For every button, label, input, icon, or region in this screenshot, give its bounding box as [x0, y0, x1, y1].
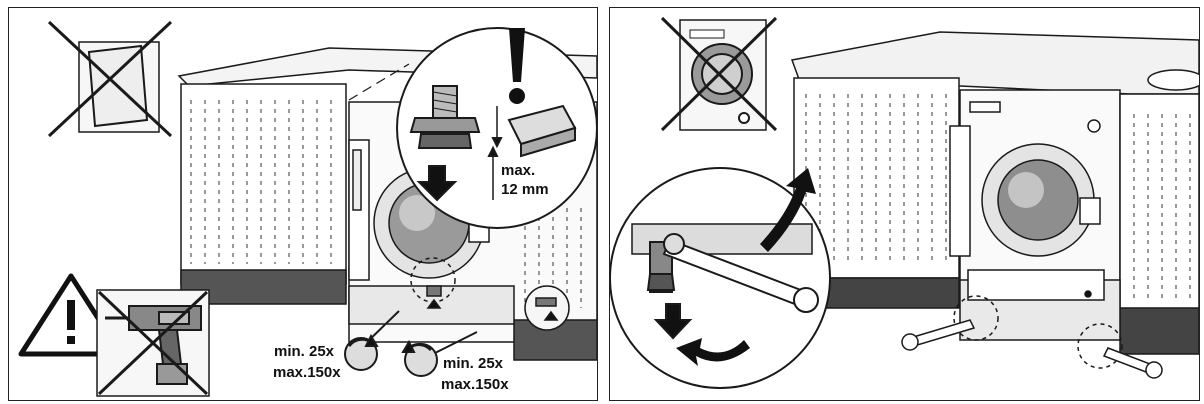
washing-machine: [949, 101, 1105, 301]
left-instruction-panel: min. 25x max.150x min. 25x max.150x max.…: [8, 7, 598, 401]
turns-min-label-left: min. 25x: [274, 343, 335, 360]
turns-max-label-left: max.150x: [273, 364, 341, 381]
right-illustration: [610, 16, 1199, 389]
turns-max-label-right: max.150x: [441, 376, 509, 393]
screwdriver-rotation-icons: [344, 310, 478, 377]
left-illustration: [18, 20, 597, 397]
gap-max-label: max.: [501, 162, 536, 179]
gap-value-label: 12 mm: [501, 181, 549, 198]
exclamation-icon: [509, 28, 525, 104]
rotate-arrows-icon: [676, 168, 816, 366]
no-washing-machine-icon: [660, 16, 778, 132]
hex-bolt-detail-icon: [396, 27, 597, 229]
turns-min-label-right: min. 25x: [443, 355, 504, 372]
callout-connector: [348, 63, 410, 101]
foot-wrenches: [901, 295, 1163, 379]
cabinet-vent-pattern: [805, 94, 1191, 298]
no-power-drill-icon: [96, 289, 210, 397]
warning-triangle-icon: [18, 273, 124, 357]
adjustable-feet: [410, 257, 570, 331]
no-tipping-icon: [47, 20, 173, 138]
right-instruction-panel: [609, 7, 1200, 401]
